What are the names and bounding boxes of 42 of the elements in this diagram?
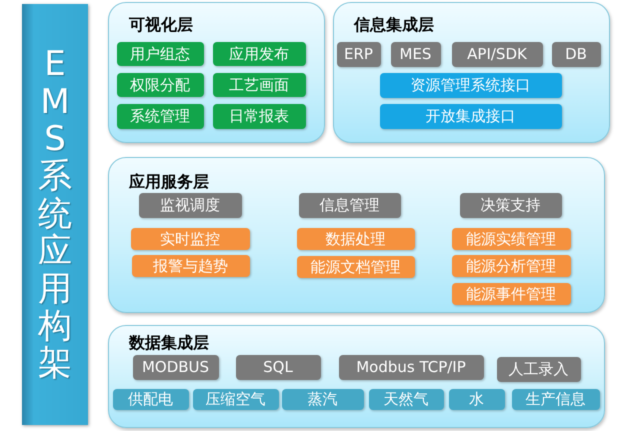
layer-panel — [333, 2, 610, 143]
interface-block: 资源管理系统接口 — [380, 72, 562, 98]
module-block: Modbus TCP/IP — [338, 354, 484, 380]
layer-panel — [108, 325, 605, 428]
layer-heading: 可视化层 — [129, 15, 193, 35]
title-banner — [22, 4, 88, 425]
module-block: 工艺画面 — [212, 72, 306, 96]
energy-source-block: 生产信息 — [512, 388, 600, 410]
layer-heading: 应用服务层 — [129, 172, 209, 192]
function-block: 能源分析管理 — [452, 254, 570, 276]
energy-source-block: 蒸汽 — [282, 388, 364, 410]
module-block: 系统管理 — [116, 104, 204, 128]
energy-source-block: 天然气 — [368, 388, 444, 410]
layer-panel — [108, 2, 325, 143]
function-block: 能源事件管理 — [452, 282, 570, 304]
module-block: 决策支持 — [460, 192, 562, 218]
module-block: ERP — [336, 42, 380, 66]
function-block: 数据处理 — [296, 228, 414, 250]
function-block: 报警与趋势 — [132, 254, 250, 276]
module-block: SQL — [236, 354, 320, 380]
module-block: API/SDK — [452, 42, 542, 66]
layer-heading: 信息集成层 — [354, 15, 434, 35]
layer-heading: 数据集成层 — [129, 333, 209, 353]
module-block: MODBUS — [132, 354, 218, 380]
energy-source-block: 水 — [448, 388, 504, 410]
energy-source-block: 压缩空气 — [192, 388, 278, 410]
module-block: 信息管理 — [298, 192, 400, 218]
module-block: DB — [552, 42, 600, 66]
interface-block: 开放集成接口 — [380, 104, 562, 128]
energy-source-block: 供配电 — [112, 388, 188, 410]
module-block: 应用发布 — [212, 42, 306, 66]
function-block: 实时监控 — [130, 228, 250, 250]
module-block: MES — [390, 42, 440, 66]
function-block: 能源文档管理 — [296, 256, 414, 278]
vertical-title: EMS系统应用构架 — [38, 46, 72, 383]
layer-panel — [108, 157, 605, 313]
module-block: 日常报表 — [212, 104, 306, 128]
module-block: 权限分配 — [116, 72, 204, 96]
module-block: 监视调度 — [138, 192, 242, 218]
module-block: 用户组态 — [116, 42, 204, 66]
function-block: 能源实绩管理 — [452, 228, 570, 250]
module-block: 人工录入 — [496, 356, 580, 382]
